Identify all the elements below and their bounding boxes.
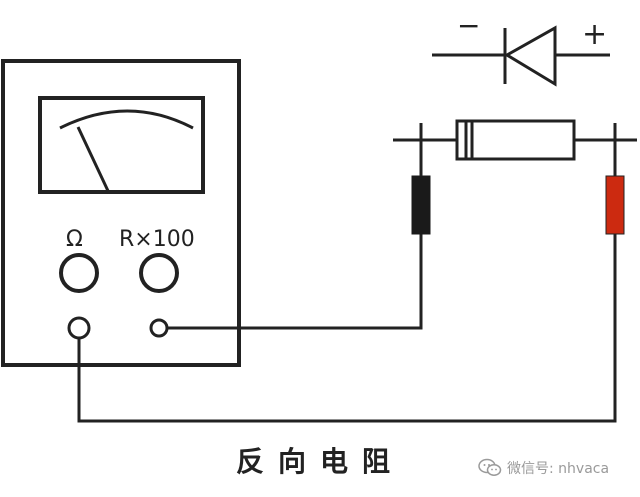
ohm-label: Ω [66,227,83,252]
plus-sign: + [582,17,607,52]
diode-symbol-triangle [504,25,557,87]
range-label: R×100 [119,227,195,252]
red-probe[interactable] [605,175,625,235]
meter-needle [76,126,111,194]
wechat-icon [478,458,502,478]
diode-component [393,119,637,176]
meter-display [38,96,205,194]
diode-symbol [432,25,610,87]
meter-scale-arc [59,109,194,130]
watermark: 微信号: nhvaca [478,456,609,480]
minus-sign: − [457,9,480,42]
wire-negative-jack-to-red-probe [77,234,617,423]
wires [77,232,617,423]
negative-jack[interactable] [67,316,91,340]
positive-jack[interactable] [149,318,169,338]
diode-body [455,119,576,161]
wire-positive-jack-to-black-probe [167,232,423,330]
multimeter-body [1,59,241,367]
ohm-knob[interactable] [59,253,99,293]
watermark-text: 微信号: nhvaca [507,461,610,477]
caption: 反向电阻 [235,445,404,478]
range-knob[interactable] [139,253,179,293]
black-probe[interactable] [411,175,431,235]
multimeter: Ω R×100 [1,59,241,367]
